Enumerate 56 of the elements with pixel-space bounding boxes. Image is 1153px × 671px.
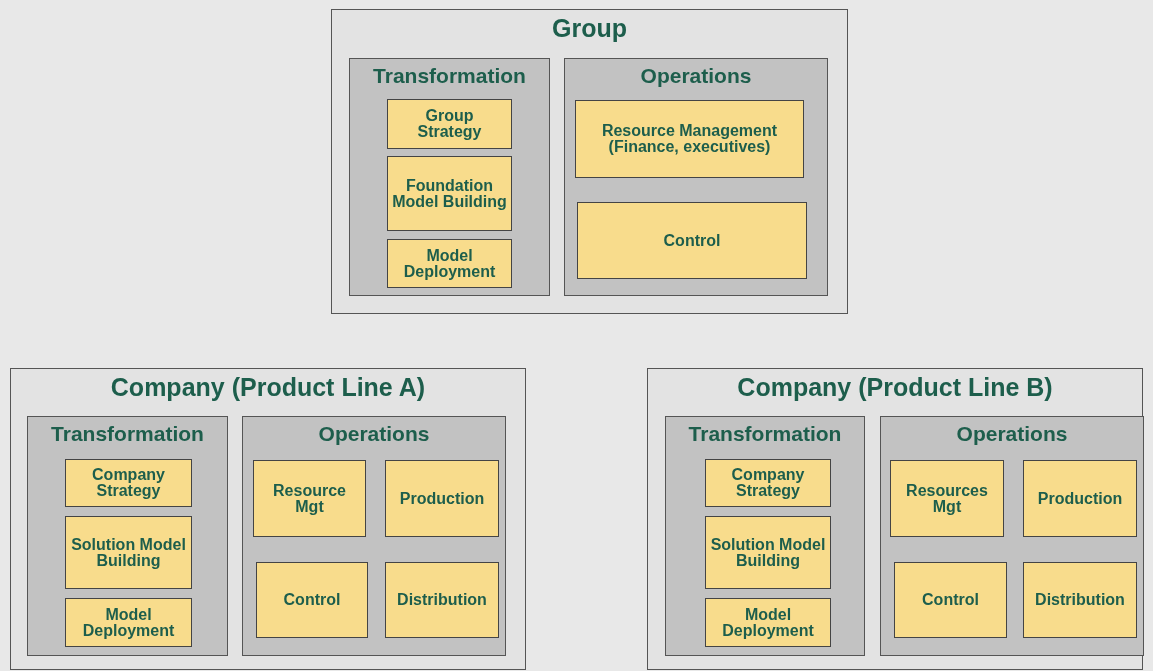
section-title: Company (Product Line A) xyxy=(109,375,427,400)
function-box xyxy=(65,598,192,647)
function-box xyxy=(894,562,1007,638)
panel xyxy=(242,416,506,656)
function-box xyxy=(1023,460,1137,537)
box-label: Production xyxy=(398,490,486,507)
section-title: Company (Product Line B) xyxy=(736,375,1054,400)
function-box xyxy=(65,459,192,507)
function-box xyxy=(385,460,499,537)
box-label: Model Deployment xyxy=(81,606,176,639)
box-label: Group Strategy xyxy=(416,108,483,140)
box-label: Model Deployment xyxy=(721,606,815,639)
box-label: Control xyxy=(921,592,980,608)
organization-box xyxy=(647,368,1143,670)
box-label: Model Deployment xyxy=(402,247,497,280)
box-label: Solution Model Building xyxy=(70,536,187,569)
section-title: Operations xyxy=(317,423,431,444)
panel xyxy=(665,416,865,656)
panel xyxy=(564,58,828,296)
function-box xyxy=(577,202,807,279)
function-box xyxy=(705,516,831,589)
function-box xyxy=(253,460,366,537)
box-label: Foundation Model Building xyxy=(391,177,508,210)
box-label: Resource Mgt xyxy=(272,482,347,515)
section-title: Group xyxy=(551,16,628,41)
box-label: Control xyxy=(662,232,722,249)
box-label: Solution Model Building xyxy=(709,536,827,569)
function-box xyxy=(575,100,804,178)
function-box xyxy=(705,459,831,507)
section-title: Transformation xyxy=(687,423,843,444)
function-box xyxy=(890,460,1004,537)
box-label: Company Strategy xyxy=(730,467,806,499)
section-title: Transformation xyxy=(50,423,205,444)
box-label: Control xyxy=(282,592,342,608)
box-label: Distribution xyxy=(396,592,488,608)
organization-box xyxy=(331,9,848,314)
function-box xyxy=(1023,562,1137,638)
box-label: Distribution xyxy=(1034,592,1126,608)
function-box xyxy=(65,516,192,589)
function-box xyxy=(705,598,831,647)
panel xyxy=(27,416,228,656)
panel xyxy=(880,416,1144,656)
function-box xyxy=(256,562,368,638)
box-label: Resource Management (Finance, executives) xyxy=(600,123,779,155)
section-title: Operations xyxy=(639,65,753,86)
box-label: Company Strategy xyxy=(91,467,166,499)
section-title: Operations xyxy=(955,423,1069,444)
function-box xyxy=(387,239,512,288)
organization-box xyxy=(10,368,526,670)
function-box xyxy=(385,562,499,638)
function-box xyxy=(387,156,512,231)
function-box xyxy=(387,99,512,149)
box-label: Resources Mgt xyxy=(905,482,989,515)
box-label: Production xyxy=(1036,490,1124,507)
section-title: Transformation xyxy=(372,65,527,86)
panel xyxy=(349,58,550,296)
